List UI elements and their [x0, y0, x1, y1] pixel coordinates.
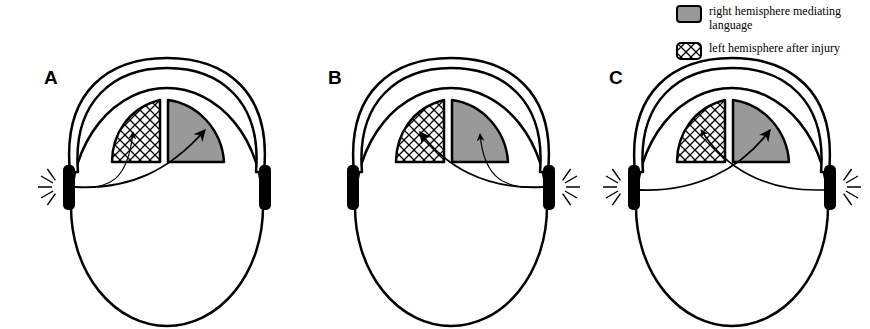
legend-entry: left hemisphere after injury	[676, 41, 864, 60]
legend-entry: right hemisphere mediating language	[676, 4, 864, 33]
panel-c-head	[603, 58, 861, 326]
legend-text: right hemisphere mediating language	[709, 4, 861, 33]
panel-letter: C	[609, 68, 623, 89]
panel-a-head	[38, 58, 271, 326]
legend: right hemisphere mediating language left …	[676, 4, 864, 60]
panel-letter: A	[44, 68, 58, 89]
panel-letter: B	[328, 68, 342, 89]
legend-text: left hemisphere after injury	[709, 41, 861, 55]
panel-b-head	[347, 58, 580, 326]
hatch-swatch	[676, 42, 702, 60]
color-swatch	[676, 5, 702, 23]
